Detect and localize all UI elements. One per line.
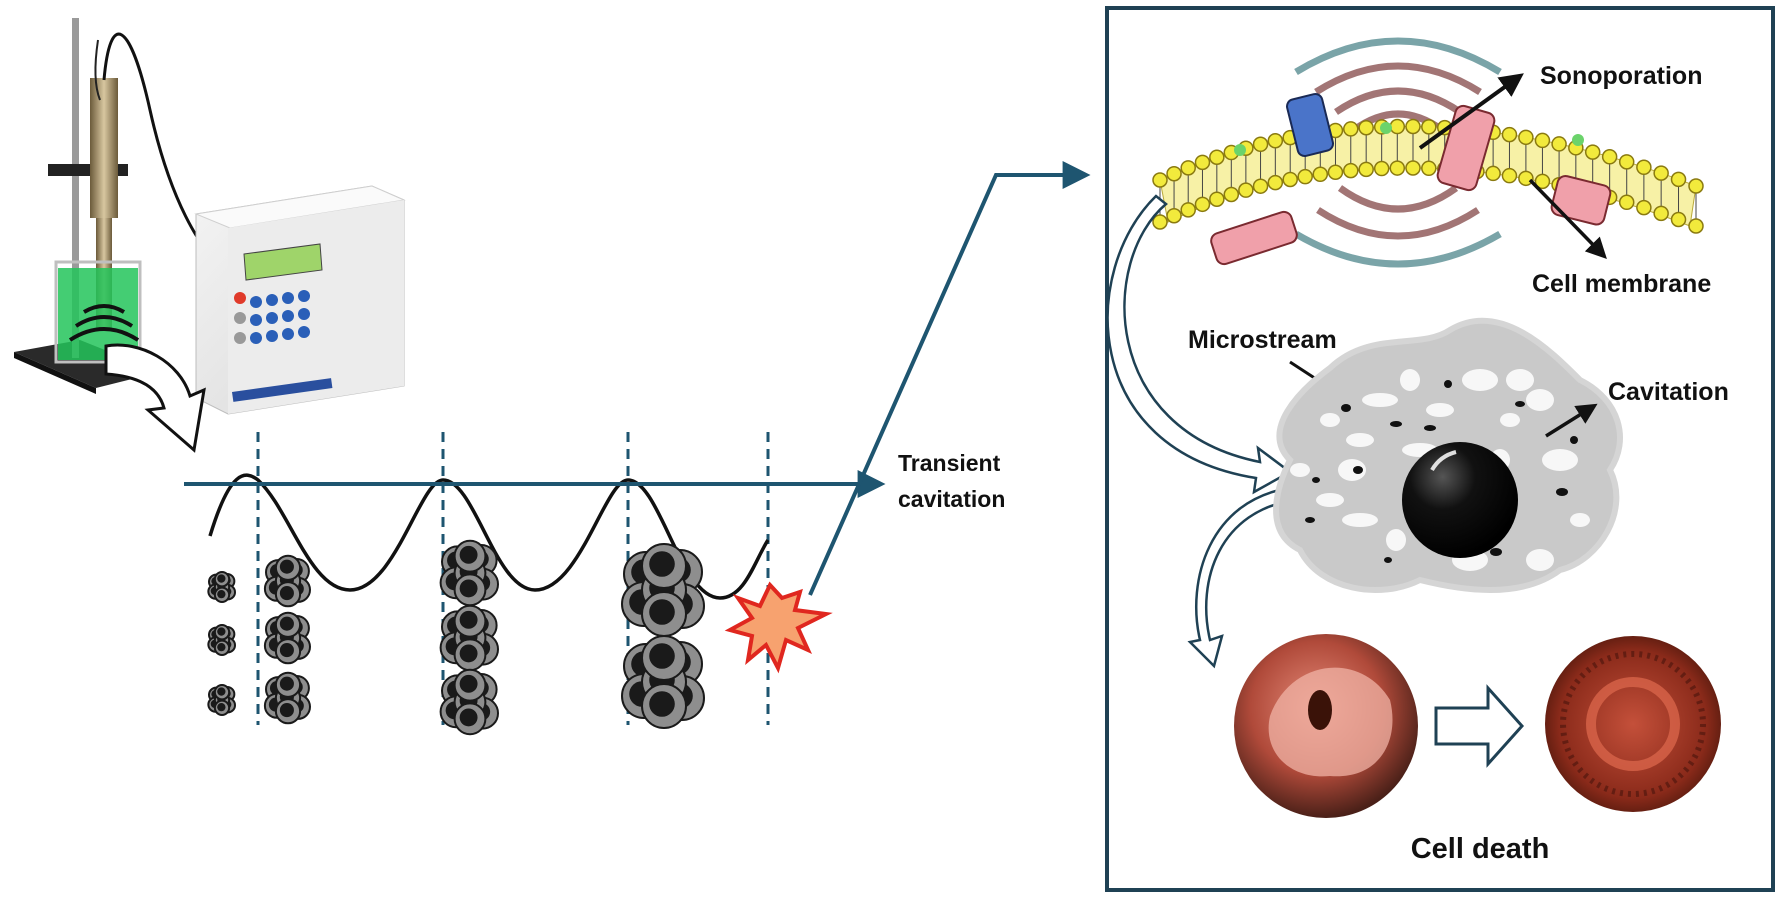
label-cavitation: Cavitation <box>1608 378 1729 406</box>
bubble-cluster-medium <box>263 554 311 608</box>
bubble-cluster-xlarge <box>621 543 705 637</box>
transition-arrow-icon <box>1434 684 1525 768</box>
label-transient: Transient <box>898 450 1001 476</box>
flow-arrow-2 <box>1187 486 1298 669</box>
bubble-cluster-large <box>439 604 500 672</box>
bubble-cluster-xlarge <box>621 635 705 729</box>
nucleus-icon <box>1402 442 1518 558</box>
flow-arrow-1 <box>1106 194 1293 495</box>
bubble-cluster-large <box>439 668 500 736</box>
sonicator-icon <box>14 18 406 415</box>
label-cell-death: Cell death <box>1411 833 1550 865</box>
cell-icon <box>1273 317 1623 593</box>
burst-icon <box>724 581 833 674</box>
label-cavitation-line2: cavitation <box>898 486 1005 512</box>
bubble-cluster-small <box>207 624 237 656</box>
label-microstream: Microstream <box>1188 326 1337 354</box>
zoom-arrow <box>808 161 1091 596</box>
bubble-clusters <box>207 539 705 736</box>
label-sonoporation: Sonoporation <box>1540 62 1702 90</box>
bubble-cluster-medium <box>263 611 311 665</box>
label-cell-membrane: Cell membrane <box>1532 270 1711 298</box>
process-arrow-icon <box>104 343 206 453</box>
bubble-cluster-medium <box>263 671 311 725</box>
bubble-cluster-small <box>207 571 237 603</box>
dead-cell-icon <box>1545 636 1721 812</box>
cell-membrane <box>1152 92 1704 266</box>
bubble-cluster-large <box>439 539 500 607</box>
damaged-cell-icon <box>1234 634 1418 818</box>
bubble-cluster-small <box>207 684 237 716</box>
